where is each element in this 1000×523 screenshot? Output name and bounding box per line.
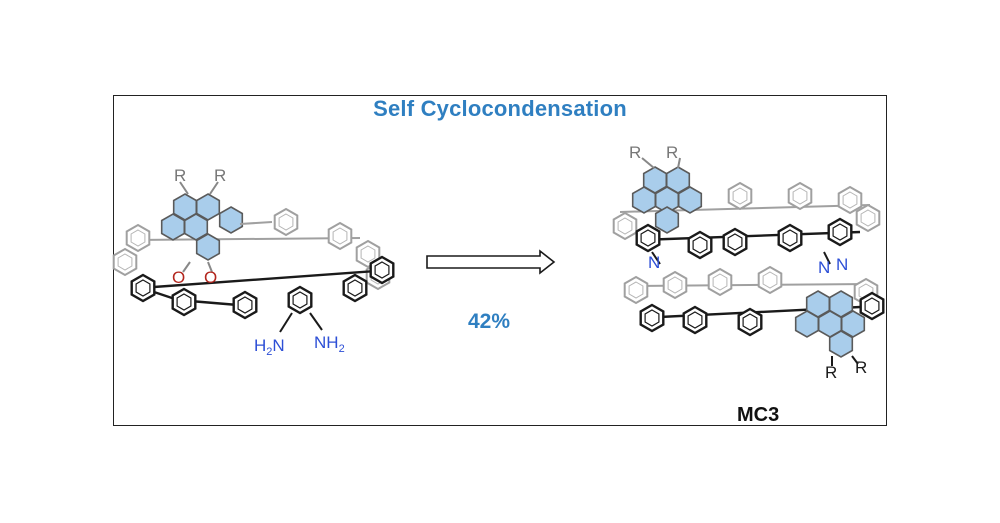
reactant-R-left: R bbox=[174, 166, 186, 185]
reactant-R-right: R bbox=[214, 166, 226, 185]
yield-label: 42% bbox=[468, 310, 511, 333]
reactant-amine-right: NH2 bbox=[314, 333, 345, 355]
product-pyrene-top bbox=[631, 157, 703, 234]
product-cage bbox=[612, 157, 885, 366]
reactant-amine-left: H2N bbox=[254, 336, 285, 358]
product-N-right-a: N bbox=[818, 258, 830, 277]
product-N-left: N bbox=[648, 253, 660, 272]
product-N-right-b: N bbox=[836, 255, 848, 274]
reaction-arrow bbox=[426, 249, 556, 275]
product-pyrene-bottom bbox=[794, 290, 866, 366]
product-label: MC3 bbox=[737, 404, 780, 426]
product-R-bottom-left: R bbox=[825, 363, 837, 382]
reactant-macrocycle bbox=[112, 181, 395, 333]
product-R-top-right: R bbox=[666, 143, 678, 162]
reactant-oxygen-left: O bbox=[172, 268, 185, 287]
pyrene-core bbox=[160, 181, 273, 261]
reactant-oxygen-right: O bbox=[204, 268, 217, 287]
product-R-top-left: R bbox=[629, 143, 641, 162]
product-R-bottom-right: R bbox=[855, 358, 867, 377]
figure-title: Self Cyclocondensation bbox=[373, 96, 627, 121]
